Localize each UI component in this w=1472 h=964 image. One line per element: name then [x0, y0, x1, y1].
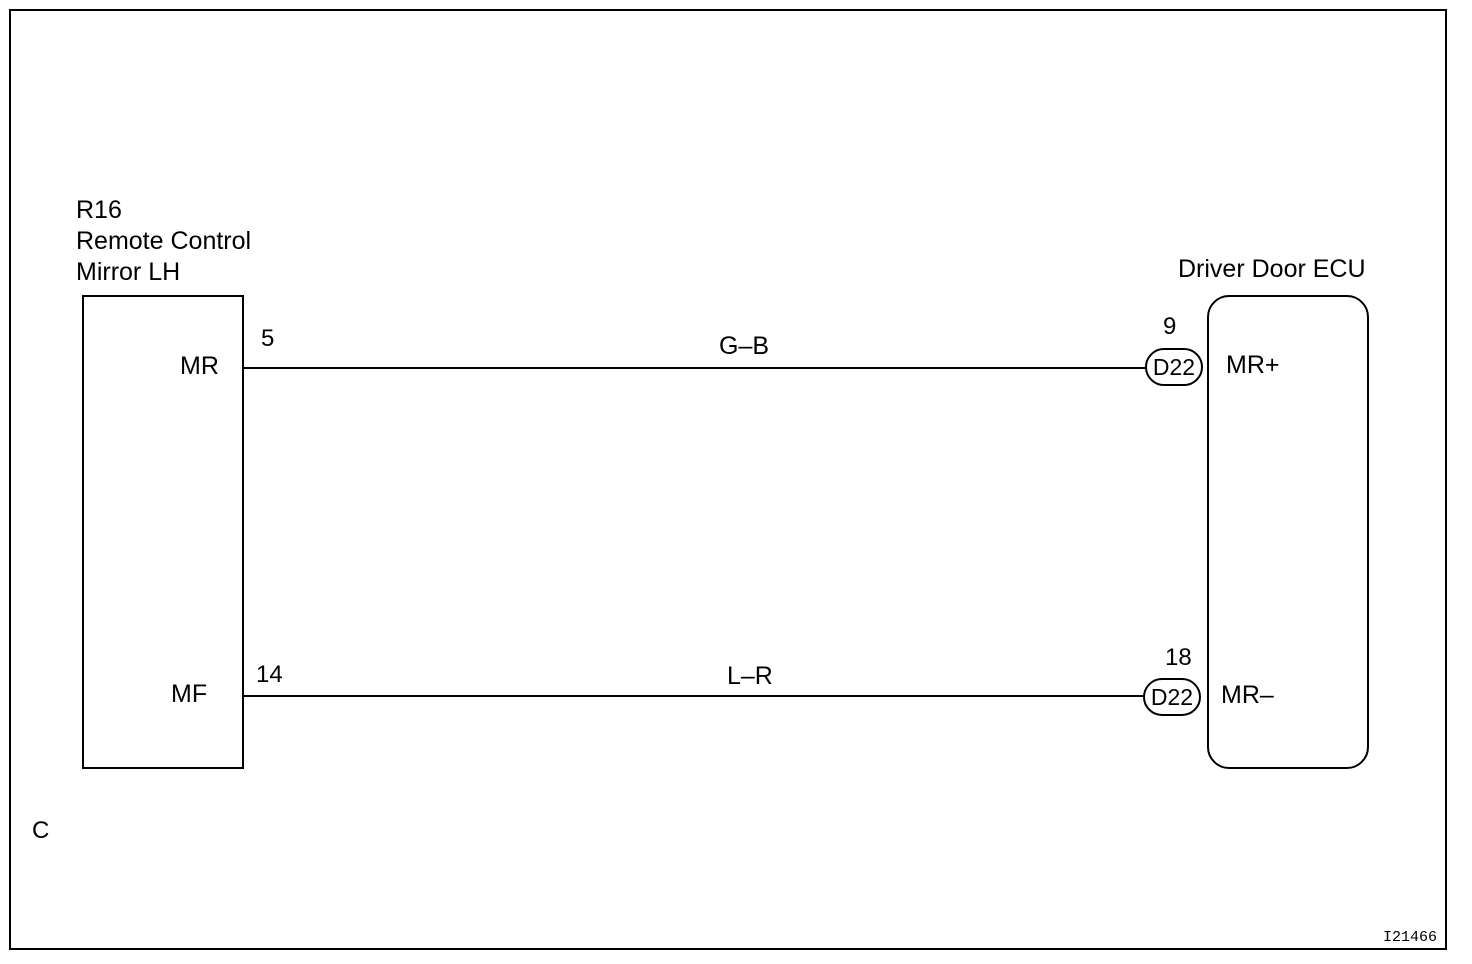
wire-l-r — [243, 695, 1144, 697]
terminal-mf-label: MF — [171, 680, 208, 708]
terminal-mr-minus-label: MR– — [1221, 681, 1274, 709]
connector-d22-top: D22 — [1145, 348, 1203, 386]
connector-d22-bottom-label: D22 — [1150, 683, 1194, 710]
wire-g-b — [243, 367, 1146, 369]
corner-letter: C — [32, 817, 50, 844]
connector-d22-top-label: D22 — [1152, 353, 1196, 380]
wire2-color-code: L–R — [727, 662, 773, 690]
left-component-code: R16 — [76, 196, 122, 224]
connector-d22-bottom: D22 — [1143, 678, 1201, 716]
right-component-name: Driver Door ECU — [1178, 255, 1366, 283]
left-component-name-line1: Remote Control — [76, 227, 252, 255]
wire2-from-pin: 14 — [256, 661, 283, 688]
terminal-mr-plus-label: MR+ — [1226, 351, 1280, 379]
figure-id: I21466 — [1383, 929, 1438, 946]
terminal-mr-label: MR — [180, 352, 219, 380]
wire2-to-pin: 18 — [1165, 644, 1192, 671]
diagram-border — [9, 9, 1447, 950]
wire1-color-code: G–B — [719, 332, 770, 360]
remote-control-mirror-box — [82, 295, 244, 769]
driver-door-ecu-box — [1207, 295, 1369, 769]
left-component-name-line2: Mirror LH — [76, 258, 181, 286]
wire1-to-pin: 9 — [1163, 313, 1177, 340]
wire1-from-pin: 5 — [261, 325, 275, 352]
